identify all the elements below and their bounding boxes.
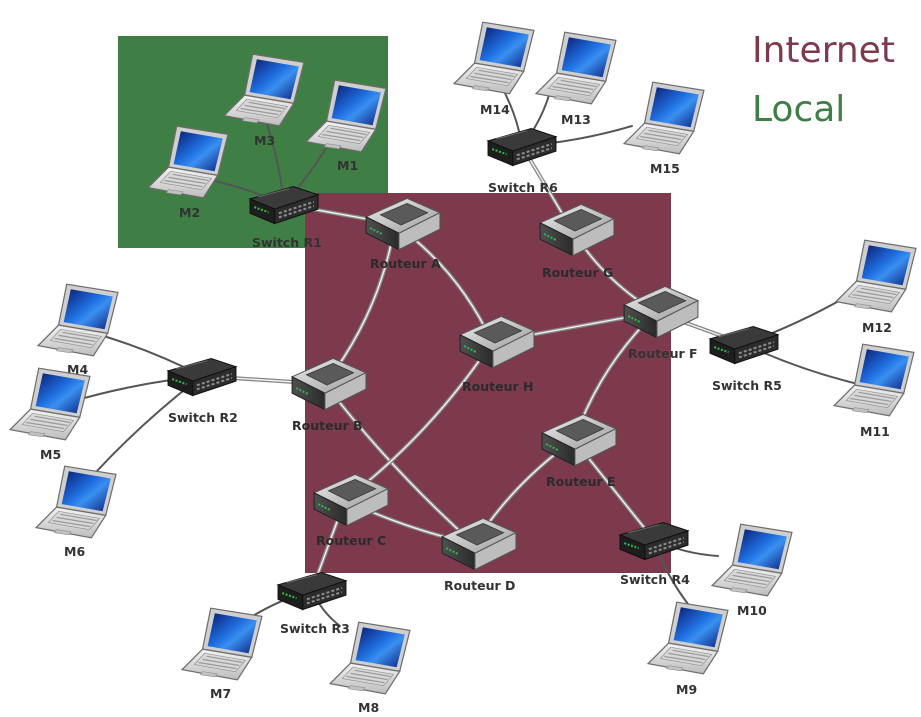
machine-m4[interactable]: M4 — [37, 283, 119, 377]
machine-m5[interactable]: M5 — [9, 367, 91, 462]
machine-label: M14 — [480, 102, 510, 117]
machine-m9[interactable]: M9 — [647, 601, 729, 697]
router-a[interactable]: Routeur A — [365, 197, 441, 271]
machine-label: M15 — [650, 161, 680, 176]
machine-m12[interactable]: M12 — [835, 239, 917, 335]
machine-m13[interactable]: M13 — [535, 31, 617, 127]
machine-label: M13 — [561, 112, 591, 127]
router-label: Routeur D — [444, 578, 515, 593]
router-label: Routeur E — [546, 474, 616, 489]
machine-m3[interactable]: M3 — [223, 53, 305, 148]
router-link-b-d — [323, 382, 476, 546]
switch-r5[interactable]: Switch R5 — [709, 325, 782, 393]
router-label: Routeur G — [542, 265, 613, 280]
machine-label: M3 — [254, 133, 275, 148]
switch-r6[interactable]: Switch R6 — [487, 127, 558, 195]
router-b[interactable]: Routeur B — [291, 357, 367, 433]
switch-label: Switch R5 — [712, 378, 782, 393]
machine-m2[interactable]: M2 — [147, 125, 229, 220]
switch-r3[interactable]: Switch R3 — [277, 571, 350, 636]
switch-r4[interactable]: Switch R4 — [619, 521, 690, 587]
switch-r1[interactable]: Switch R1 — [249, 185, 322, 250]
router-f[interactable]: Routeur F — [623, 285, 699, 361]
machine-m14[interactable]: M14 — [453, 21, 535, 117]
machine-label: M6 — [64, 544, 85, 559]
machine-label: M8 — [358, 700, 379, 715]
machine-label: M1 — [337, 158, 358, 173]
router-label: Routeur B — [292, 418, 363, 433]
switch-label: Switch R4 — [620, 572, 690, 587]
machine-label: M12 — [862, 320, 892, 335]
machine-m6[interactable]: M6 — [35, 465, 117, 559]
switch-label: Switch R2 — [168, 410, 238, 425]
router-d[interactable]: Routeur D — [441, 517, 517, 593]
machine-label: M2 — [179, 205, 200, 220]
switch-label: Switch R1 — [252, 235, 322, 250]
router-label: Routeur A — [370, 256, 441, 271]
router-label: Routeur F — [628, 346, 698, 361]
machine-m10[interactable]: M10 — [711, 523, 793, 618]
machine-m11[interactable]: M11 — [833, 343, 915, 439]
legend-local: Local — [752, 89, 845, 130]
legend-internet: Internet — [752, 30, 895, 71]
machine-label: M9 — [676, 682, 697, 697]
switch-r2[interactable]: Switch R2 — [167, 357, 238, 425]
machine-label: M11 — [860, 424, 890, 439]
machine-m1[interactable]: M1 — [305, 79, 387, 173]
machine-label: M10 — [737, 603, 767, 618]
machine-m8[interactable]: M8 — [329, 621, 411, 715]
machine-label: M5 — [40, 447, 61, 462]
router-label: Routeur C — [316, 533, 386, 548]
switch-label: Switch R6 — [488, 180, 558, 195]
machine-m15[interactable]: M15 — [623, 81, 705, 176]
machine-label: M7 — [210, 686, 231, 701]
router-e[interactable]: Routeur E — [541, 413, 617, 489]
router-h[interactable]: Routeur H — [459, 315, 535, 394]
machine-m7[interactable]: M7 — [181, 607, 263, 701]
router-label: Routeur H — [462, 379, 533, 394]
switch-label: Switch R3 — [280, 621, 350, 636]
router-g[interactable]: Routeur G — [539, 203, 615, 280]
router-c[interactable]: Routeur C — [313, 473, 389, 548]
